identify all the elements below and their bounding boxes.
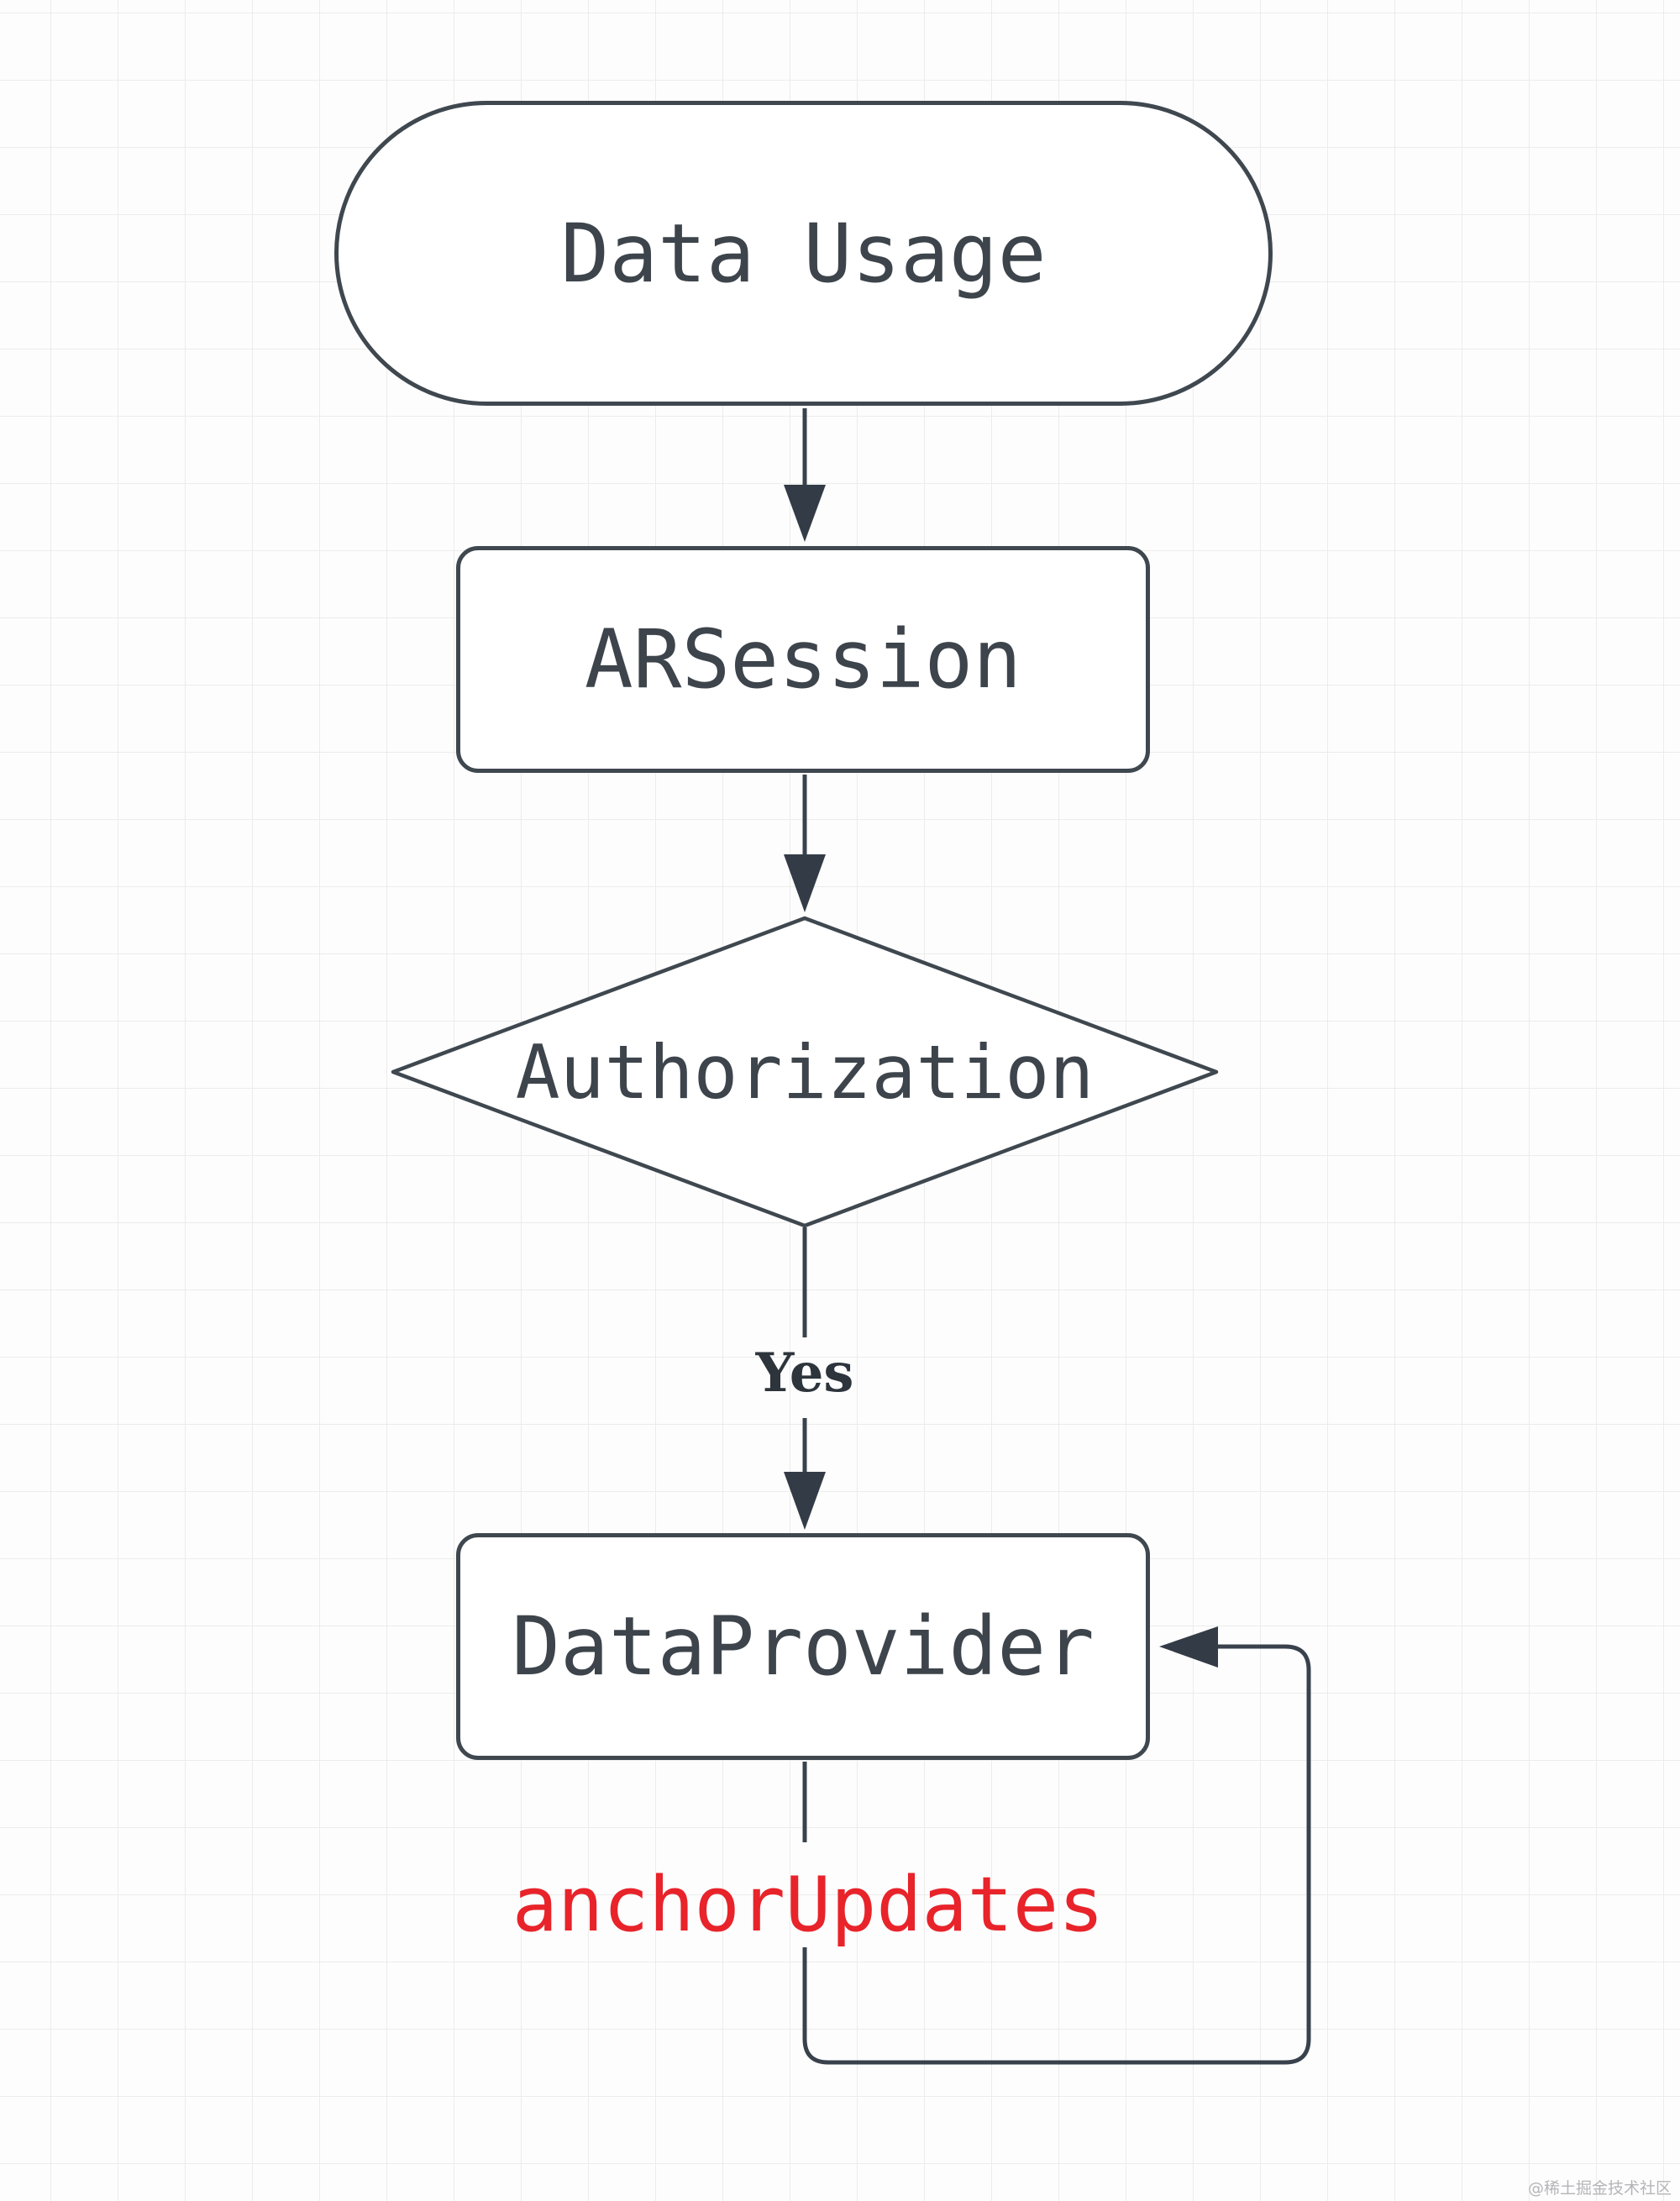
node-dataprovider: DataProvider	[456, 1533, 1150, 1760]
node-authorization: Authorization	[393, 918, 1216, 1226]
arrowhead-down-icon	[784, 854, 826, 912]
node-authorization-label: Authorization	[515, 1028, 1095, 1116]
node-dataprovider-label: DataProvider	[512, 1600, 1095, 1694]
node-arsession: ARSession	[456, 546, 1150, 773]
node-authorization-diamond	[391, 916, 1219, 1228]
edge-self-loop-path	[802, 1644, 1311, 2065]
watermark: @稀土掘金技术社区	[1527, 2179, 1672, 2198]
arrowhead-down-icon	[784, 485, 826, 542]
arrowhead-down-icon	[784, 1472, 826, 1530]
arrowhead-left-icon	[1159, 1626, 1218, 1668]
edge-label-yes: Yes	[755, 1341, 854, 1405]
node-data-usage-label: Data Usage	[560, 206, 1047, 301]
node-data-usage: Data Usage	[334, 101, 1273, 406]
edge-label-anchor-updates: anchorUpdates	[512, 1860, 1105, 1949]
node-arsession-label: ARSession	[584, 612, 1022, 707]
